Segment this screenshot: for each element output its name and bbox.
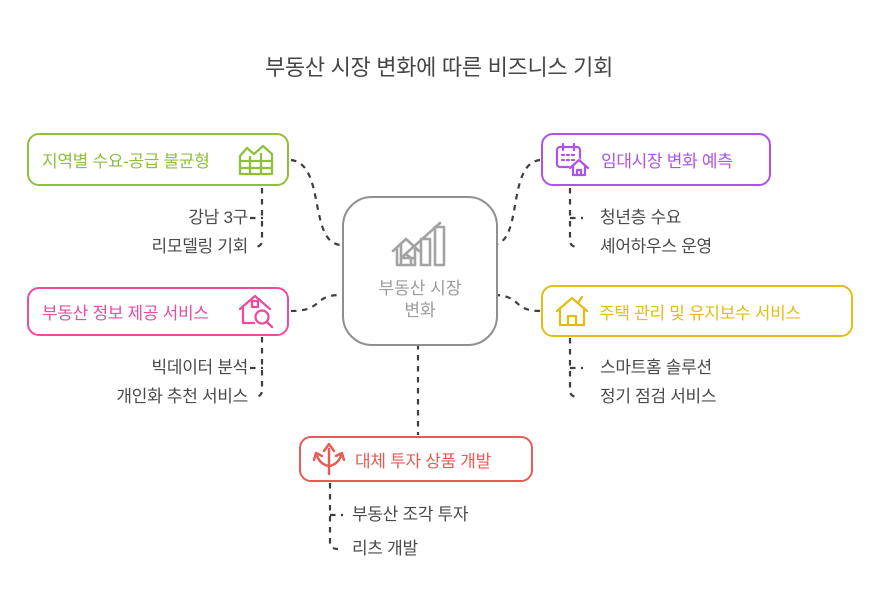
child-label-gangnam-3gu: 강남 3구 [188,208,248,227]
child-label-regular-inspection: 정기 점검 서비스 [600,387,717,406]
home-icon [555,295,589,328]
child-label-sharehouse-operation: 셰어하우스 운영 [600,237,712,256]
branch-rental-market-forecast: 임대시장 변화 예측 [541,133,771,186]
calendar-house-icon [555,142,591,178]
house-chart-decline-icon [389,220,451,272]
child-label-personalized-recommendation: 개인화 추천 서비스 [116,387,248,406]
child-label-smarthome-solution: 스마트홈 솔루션 [600,358,712,377]
branch-arrows-icon [313,442,345,476]
branch-regional-supply-demand-imbalance: 지역별 수요-공급 불균형 [27,133,289,186]
wire-pink-children [253,337,264,399]
child-label-remodeling-opportunity: 리모델링 기회 [151,237,249,256]
wire-yellow-to-center [492,293,541,313]
wire-pink-to-center [290,293,342,313]
page-title: 부동산 시장 변화에 따른 비즈니스 기회 [264,55,614,80]
center-node-label: 부동산 시장 변화 [378,278,462,320]
child-label-reits-development: 리츠 개발 [352,539,418,558]
branch-label: 부동산 정보 제공 서비스 [42,304,209,323]
branch-label: 임대시장 변화 예측 [601,152,733,171]
branch-label: 대체 투자 상품 개발 [355,451,491,471]
wire-red-children [328,483,339,551]
wire-green-children [253,188,264,249]
wire-purple-children [568,188,579,249]
branch-real-estate-info-service: 부동산 정보 제공 서비스 [27,287,289,336]
wire-green-to-center [290,158,342,247]
branch-housing-maintenance-service: 주택 관리 및 유지보수 서비스 [541,285,853,337]
wire-yellow-children [568,338,579,399]
branch-alternative-investment-development: 대체 투자 상품 개발 [299,436,533,482]
child-label-youth-demand: 청년층 수요 [600,208,682,227]
branch-label: 지역별 수요-공급 불균형 [42,152,210,171]
child-label-fractional-investment: 부동산 조각 투자 [352,505,469,524]
child-label-bigdata-analysis: 빅데이터 분석 [151,358,249,377]
center-node-real-estate-market-change: 부동산 시장 변화 [342,196,498,346]
house-search-icon [238,294,274,329]
wire-purple-to-center [492,158,541,247]
building-chart-icon [238,144,274,176]
branch-label: 주택 관리 및 유지보수 서비스 [599,303,801,323]
